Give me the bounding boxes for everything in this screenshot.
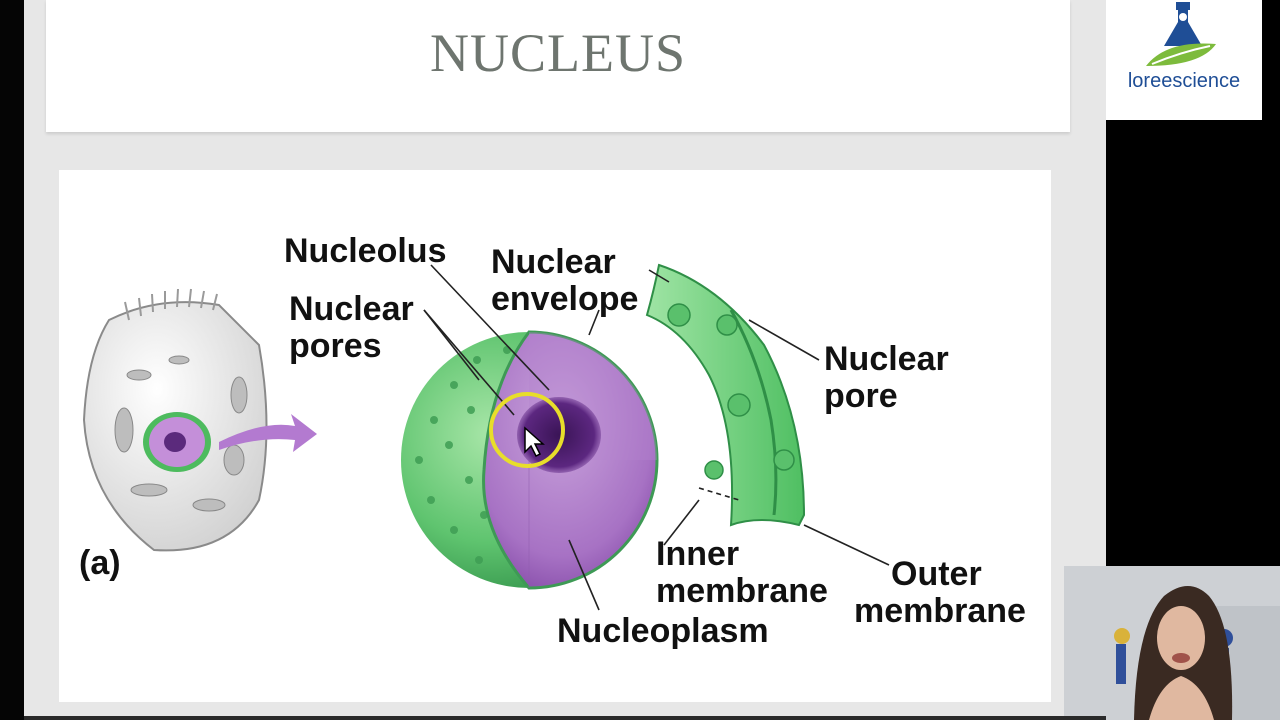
label-nuclear-pore-line1: Nuclear bbox=[824, 340, 949, 378]
cell-icon bbox=[82, 288, 268, 552]
left-edge bbox=[0, 0, 24, 720]
pointer-highlight-ring bbox=[489, 392, 565, 468]
slide: NUCLEUS bbox=[24, 0, 1106, 720]
nuclear-envelope-section bbox=[645, 263, 806, 527]
bottom-strip bbox=[24, 716, 1106, 720]
label-inner-membrane-line1: Inner bbox=[656, 535, 740, 573]
label-nuclear-envelope-line1: Nuclear bbox=[491, 243, 616, 281]
label-nucleolus: Nucleolus bbox=[284, 232, 447, 270]
label-nuclear-envelope-line2: envelope bbox=[491, 280, 639, 318]
slide-title: NUCLEUS bbox=[429, 23, 686, 83]
label-nuclear-pores-line2: pores bbox=[289, 327, 382, 365]
cursor-icon bbox=[524, 426, 545, 458]
leader-lines bbox=[423, 264, 890, 611]
presenter-webcam bbox=[1064, 566, 1280, 720]
label-nuclear-pores-line1: Nuclear bbox=[289, 290, 414, 328]
presenter-video bbox=[1064, 566, 1280, 720]
label-nucleoplasm: Nucleoplasm bbox=[557, 612, 769, 650]
brand-logo: loreescience bbox=[1106, 0, 1262, 120]
diagram-illustration bbox=[82, 263, 890, 611]
label-outer-membrane-line2: membrane bbox=[854, 592, 1026, 630]
nucleus-diagram: (a) Nucleolus Nuclear pores Nuclear enve… bbox=[59, 170, 1051, 702]
nucleus-sphere bbox=[401, 330, 659, 590]
label-outer-membrane-line1: Outer bbox=[891, 555, 982, 593]
panel-label: (a) bbox=[79, 544, 121, 582]
label-nuclear-pore-line2: pore bbox=[824, 377, 898, 415]
flask-leaf-icon bbox=[1146, 2, 1216, 66]
title-box: NUCLEUS bbox=[46, 0, 1070, 132]
label-inner-membrane-line2: membrane bbox=[656, 572, 828, 610]
logo-text: loreescience bbox=[1127, 70, 1241, 92]
arrow-icon bbox=[219, 414, 317, 452]
